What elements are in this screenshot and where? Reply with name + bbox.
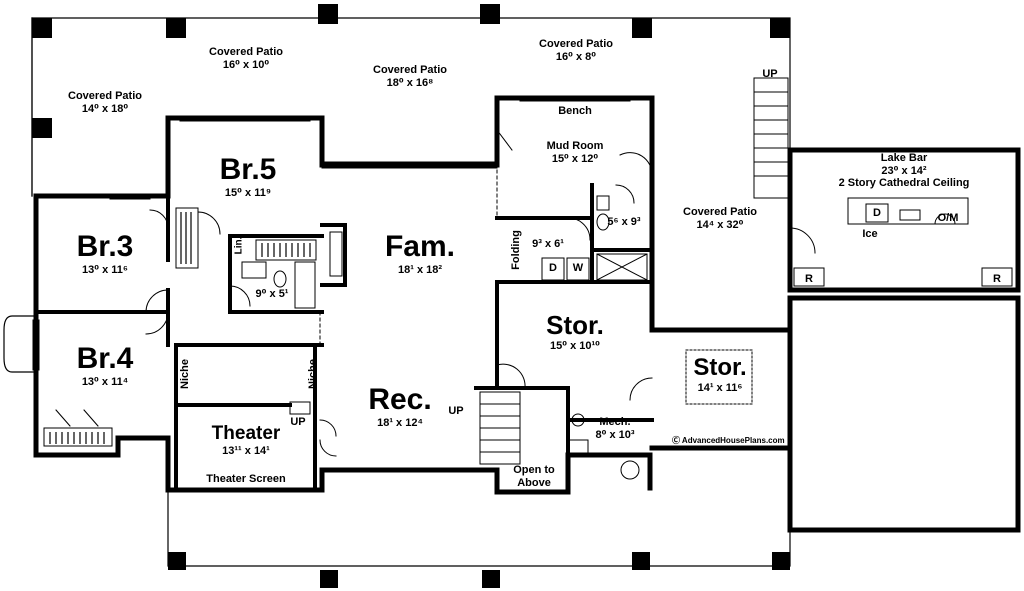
room-dimension: 18¹ x 12⁴ bbox=[377, 417, 423, 429]
room-name: Lake Bar bbox=[880, 152, 928, 164]
dryer-label: D bbox=[549, 262, 557, 274]
room-dimension: 16⁰ x 8⁰ bbox=[555, 50, 597, 63]
room-dimension: 14⁴ x 32⁰ bbox=[696, 218, 744, 231]
room-mud-room: Mud Room 15⁰ x 12⁰ bbox=[547, 140, 604, 165]
room-note: 2 Story Cathedral Ceiling bbox=[838, 177, 970, 190]
up-label-theater: UP bbox=[290, 416, 306, 428]
room-dimension: 23⁰ x 14² bbox=[881, 164, 927, 177]
stairs bbox=[289, 77, 789, 465]
bar-oven-micro-label: O/M bbox=[937, 212, 959, 224]
room-dimension: 18¹ x 18² bbox=[397, 264, 443, 276]
room-covered-patio-right: Covered Patio 16⁰ x 8⁰ bbox=[539, 38, 613, 63]
room-name: Theater bbox=[211, 423, 281, 444]
room-br5: Br.5 15⁰ x 11⁹ bbox=[220, 155, 277, 200]
room-covered-patio-far-left: Covered Patio 14⁰ x 18⁰ bbox=[68, 90, 142, 115]
room-bath-mud: 5⁶ x 9³ bbox=[607, 216, 640, 229]
ice-maker-label: Ice bbox=[862, 228, 878, 240]
room-lake-bar: Lake Bar 23⁰ x 14² 2 Story Cathedral Cei… bbox=[839, 152, 970, 190]
niche-right-label: Niche bbox=[306, 359, 319, 389]
room-name: Br.3 bbox=[76, 230, 134, 263]
room-mech: Mech. 8⁰ x 10³ bbox=[595, 416, 634, 441]
room-dimension: 9⁰ x 5¹ bbox=[255, 288, 289, 300]
room-dimension: 15⁰ x 12⁰ bbox=[551, 152, 599, 165]
room-name: Covered Patio bbox=[68, 90, 142, 102]
room-covered-patio-center: Covered Patio 18⁰ x 16⁸ bbox=[373, 64, 447, 89]
fridge-left-label: R bbox=[805, 273, 813, 285]
door-swings bbox=[55, 129, 816, 457]
room-covered-patio-side: Covered Patio 14⁴ x 32⁰ bbox=[683, 206, 757, 231]
room-dimension: 13⁰ x 11⁶ bbox=[82, 264, 128, 276]
washer-label: W bbox=[572, 262, 584, 274]
closet-hatching bbox=[43, 207, 317, 447]
room-dimension: 8⁰ x 10³ bbox=[595, 428, 635, 441]
room-dimension: 14⁰ x 18⁰ bbox=[81, 102, 129, 115]
room-bath-small: 9⁰ x 5¹ bbox=[256, 288, 289, 301]
closet-rods bbox=[49, 212, 311, 444]
room-name: Stor. bbox=[546, 310, 604, 340]
windows bbox=[32, 100, 631, 371]
room-storage-side: Stor. 14¹ x 11⁶ bbox=[693, 356, 746, 395]
folding-label: Folding bbox=[509, 230, 522, 270]
room-fam: Fam. 18¹ x 18² bbox=[385, 232, 455, 277]
room-laundry: 9³ x 6¹ bbox=[532, 238, 564, 251]
room-dimension: 9³ x 6¹ bbox=[532, 238, 564, 250]
bench-label: Bench bbox=[558, 105, 592, 117]
room-dimension: 13⁰ x 11⁴ bbox=[81, 376, 129, 388]
room-dimension: 18⁰ x 16⁸ bbox=[386, 76, 434, 89]
interior-walls bbox=[34, 183, 654, 492]
room-dimension: 15⁰ x 10¹⁰ bbox=[549, 340, 600, 352]
room-name: Mud Room bbox=[546, 140, 604, 152]
room-theater: Theater 13¹¹ x 14¹ bbox=[212, 424, 281, 458]
room-storage-main: Stor. 15⁰ x 10¹⁰ bbox=[546, 312, 604, 353]
posts bbox=[32, 4, 790, 588]
room-name: Covered Patio bbox=[373, 64, 447, 76]
theater-screen-label: Theater Screen bbox=[206, 473, 286, 485]
room-name: Fam. bbox=[384, 230, 456, 263]
room-dimension: 5⁶ x 9³ bbox=[607, 216, 641, 228]
room-dimension: 15⁰ x 11⁹ bbox=[224, 187, 272, 199]
up-label-rec: UP bbox=[448, 405, 464, 417]
open-to-above-label: Open to Above bbox=[513, 464, 555, 489]
room-covered-patio-left: Covered Patio 16⁰ x 10⁰ bbox=[209, 46, 283, 71]
fixtures bbox=[241, 195, 1013, 480]
room-br3: Br.3 13⁰ x 11⁶ bbox=[77, 232, 134, 277]
room-br4: Br.4 13⁰ x 11⁴ bbox=[77, 344, 134, 389]
room-name: Covered Patio bbox=[209, 46, 283, 58]
exterior-walls bbox=[33, 95, 1021, 533]
room-name: Covered Patio bbox=[683, 206, 757, 218]
room-rec: Rec. 18¹ x 12⁴ bbox=[368, 385, 431, 430]
room-name: Mech. bbox=[599, 416, 631, 428]
room-name: Stor. bbox=[693, 354, 747, 381]
room-dimension: 14¹ x 11⁶ bbox=[697, 382, 743, 394]
up-label-stair: UP bbox=[762, 68, 778, 80]
watermark: Ⓒ AdvancedHousePlans.com bbox=[672, 436, 785, 445]
patio-outline bbox=[31, 17, 791, 567]
room-name: Br.5 bbox=[219, 153, 277, 186]
niche-left-label: Niche bbox=[178, 359, 191, 389]
room-dimension: 16⁰ x 10⁰ bbox=[222, 58, 270, 71]
room-name: Rec. bbox=[368, 383, 432, 416]
bar-dishwasher-label: D bbox=[873, 207, 881, 219]
room-name: Covered Patio bbox=[539, 38, 613, 50]
room-name: Br.4 bbox=[76, 342, 134, 375]
linen-label: Lin. bbox=[233, 236, 245, 255]
fridge-right-label: R bbox=[993, 273, 1001, 285]
room-dimension: 13¹¹ x 14¹ bbox=[222, 445, 270, 457]
